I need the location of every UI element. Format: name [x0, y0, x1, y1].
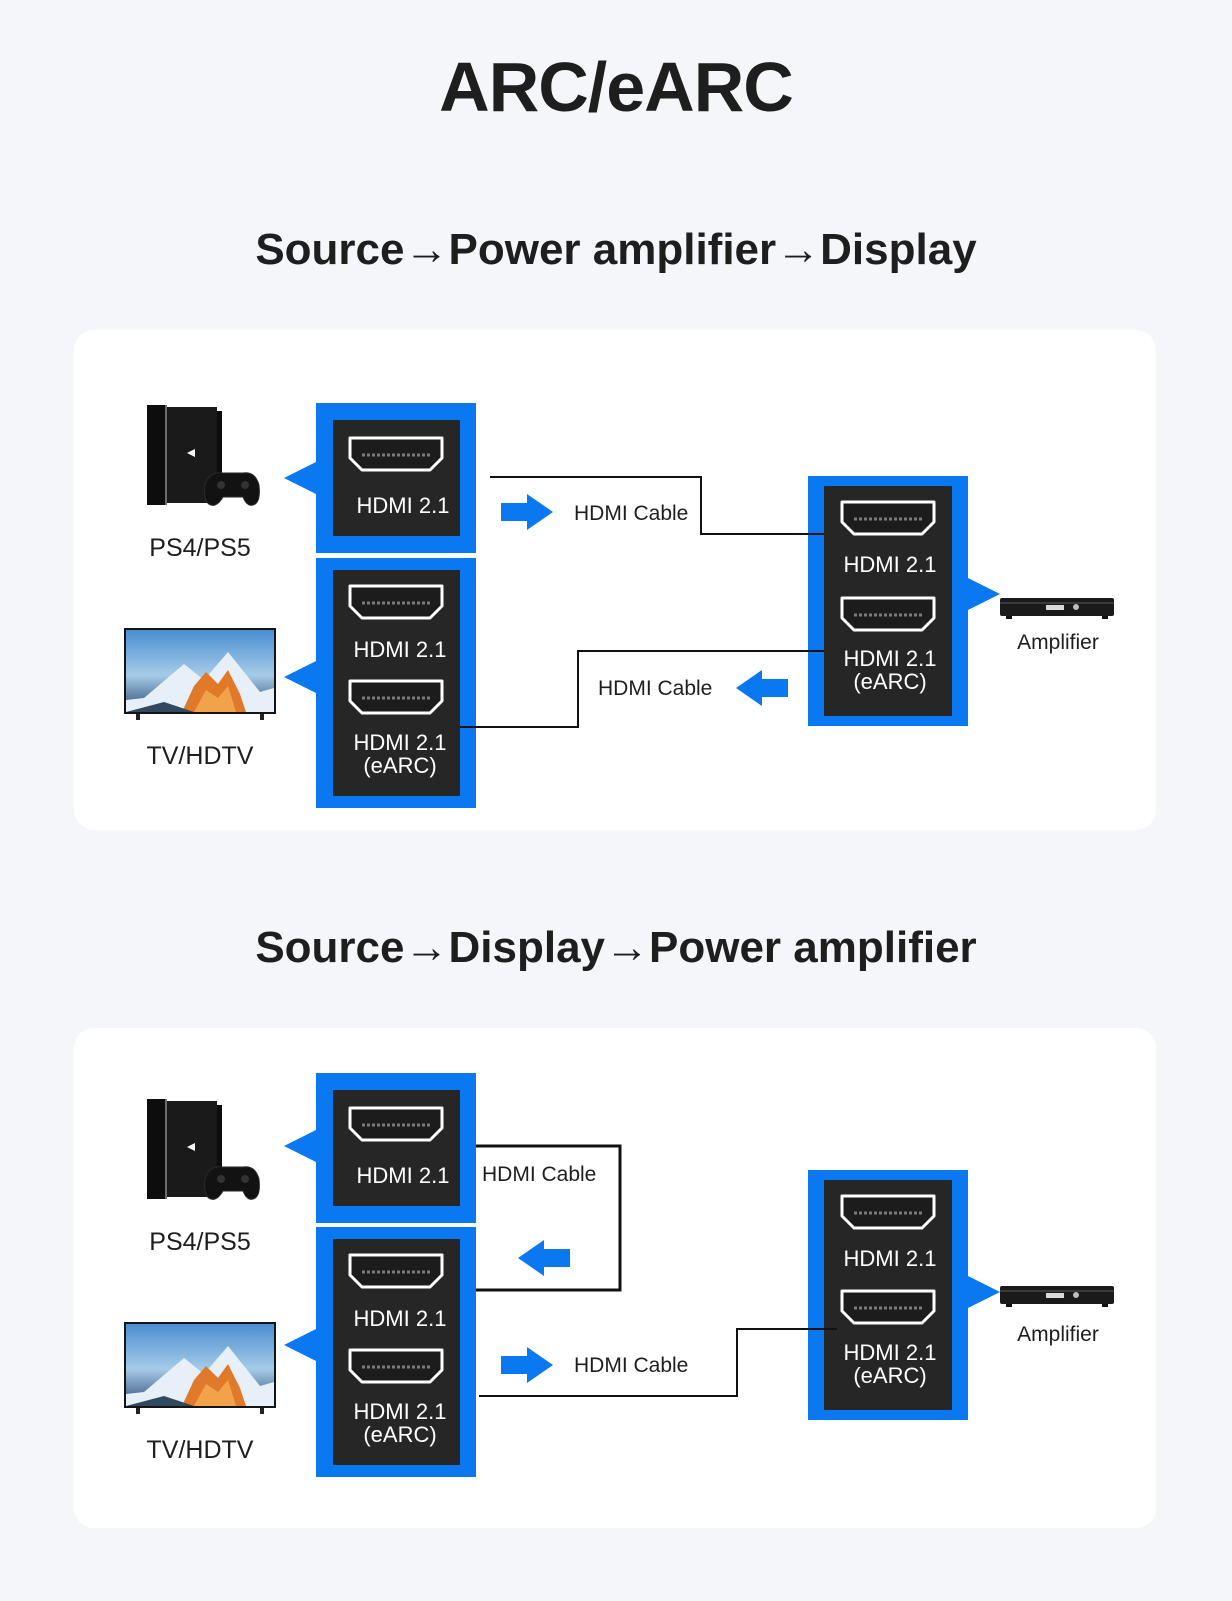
diagram-panel: [74, 1028, 1156, 1528]
console-icon: [146, 1098, 261, 1201]
hdmi-port-icon: [348, 1253, 444, 1289]
display-label: TV/HDTV: [147, 742, 254, 770]
hdmi-cable-line: [490, 476, 824, 535]
section-heading: Source→Display→Power amplifier: [255, 923, 977, 972]
port-label: HDMI 2.1: [844, 1340, 937, 1365]
port-label: (eARC): [853, 669, 926, 694]
pointer-arrow: [968, 1276, 1000, 1308]
hdmi-port-icon: [840, 596, 936, 632]
direction-arrow: [736, 670, 788, 706]
port-label: HDMI 2.1: [844, 1246, 937, 1271]
page-title: ARC/eARC: [439, 48, 794, 126]
tv-icon: [124, 1322, 276, 1414]
port-label: (eARC): [853, 1363, 926, 1388]
hdmi-port-icon: [348, 436, 444, 472]
pointer-arrow: [284, 661, 316, 693]
port-label: HDMI 2.1: [354, 730, 447, 755]
direction-arrow: [518, 1240, 570, 1276]
console-icon: [146, 404, 261, 507]
cable-label: HDMI Cable: [598, 677, 712, 700]
amplifier-icon: [1000, 1286, 1114, 1307]
port-label: HDMI 2.1: [354, 1399, 447, 1424]
pointer-arrow: [284, 1130, 316, 1162]
section-heading: Source→Power amplifier→Display: [255, 225, 977, 274]
hdmi-port-icon: [840, 1289, 936, 1325]
amplifier-label: Amplifier: [1017, 631, 1099, 654]
hdmi-port-icon: [348, 1348, 444, 1384]
port-label: HDMI 2.1: [357, 1163, 450, 1188]
source-label: PS4/PS5: [149, 534, 250, 562]
direction-arrow: [501, 1347, 553, 1383]
cable-label: HDMI Cable: [574, 1354, 688, 1377]
cable-label: HDMI Cable: [482, 1163, 596, 1186]
pointer-arrow: [968, 578, 1000, 610]
section-2-diagram: PS4/PS5 HDMI 2.1 TV/HDTV HDMI 2.1 HDMI 2…: [124, 1073, 1114, 1477]
amplifier-icon: [1000, 598, 1114, 619]
port-label: HDMI 2.1: [354, 637, 447, 662]
direction-arrow: [501, 494, 553, 530]
amplifier-label: Amplifier: [1017, 1323, 1099, 1346]
tv-icon: [124, 628, 276, 720]
display-label: TV/HDTV: [147, 1436, 254, 1464]
hdmi-port-icon: [840, 1194, 936, 1230]
hdmi-port-icon: [348, 1106, 444, 1142]
diagram-panel: [74, 330, 1156, 830]
port-label: HDMI 2.1: [844, 552, 937, 577]
port-label: HDMI 2.1: [354, 1306, 447, 1331]
pointer-arrow: [284, 1329, 316, 1361]
source-label: PS4/PS5: [149, 1228, 250, 1256]
hdmi-port-icon: [348, 679, 444, 715]
port-label: (eARC): [363, 753, 436, 778]
port-label: HDMI 2.1: [844, 646, 937, 671]
port-label: (eARC): [363, 1422, 436, 1447]
hdmi-cable-line: [476, 1144, 622, 1292]
hdmi-cable-line: [460, 650, 824, 728]
port-label: HDMI 2.1: [357, 493, 450, 518]
hdmi-port-icon: [348, 584, 444, 620]
hdmi-cable-line: [479, 1328, 837, 1397]
pointer-arrow: [284, 462, 316, 494]
cable-label: HDMI Cable: [574, 502, 688, 525]
hdmi-port-icon: [840, 500, 936, 536]
section-1-diagram: PS4/PS5 HDMI 2.1 TV/HDTV HDMI 2.1 HDMI 2…: [124, 403, 1114, 808]
